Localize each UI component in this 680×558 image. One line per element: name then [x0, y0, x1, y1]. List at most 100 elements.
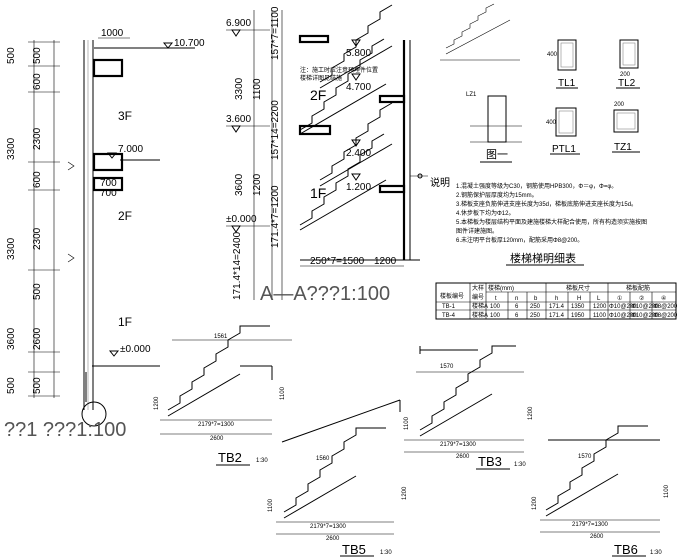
cell-r1-c6: 171.4 — [549, 304, 565, 310]
tb5-dim-top: 1560 — [316, 456, 330, 462]
small-note-1: 注：施工时应注意预埋件位置 — [300, 66, 378, 74]
dim-600-a: 600 — [32, 73, 43, 90]
vt-1714-14: 171.4*14=2400 — [232, 231, 243, 300]
note-line-3: 3.梯板支座负筋伸进支座长度为35d，梯板底筋伸进支座长度为15d。 — [456, 200, 637, 208]
flight-tb6: 1570 2179*7=1300 2600 1200 1100 TB6 1:30 — [532, 425, 670, 557]
left-section-title: ??1 ???1:100 — [4, 419, 126, 441]
tb2-scale: 1:30 — [256, 458, 268, 464]
tb3-dim-top: 1570 — [440, 364, 454, 370]
tb2-dim-run: 2179*7=1300 — [198, 422, 235, 428]
note-line-5: 5.本梯板为楼层结构平面及建施楼梯大样配合使用，所有构造须实施按图 — [456, 218, 647, 226]
level-0000: ±0.000 — [120, 344, 151, 355]
th-board-size: 梯板尺寸 — [566, 284, 590, 292]
level-5800: 5.800 — [346, 48, 371, 59]
cell-r2-c6: 171.4 — [549, 313, 565, 319]
th-detail-b: 编号 — [472, 293, 484, 301]
tb3-label: TB3 — [478, 454, 502, 469]
fig-label: 图一 — [486, 148, 508, 161]
th-n: n — [515, 296, 518, 302]
table-title: 楼梯梯明细表 — [510, 251, 576, 265]
cell-r2-c3: 100 — [490, 313, 501, 319]
th-board-no: 楼板编号 — [440, 292, 464, 300]
th-stair-mm: 楼梯(mm) — [488, 284, 514, 292]
small-note-2: 楼梯详图见结施 — [300, 74, 342, 82]
tb3-dim-run: 2179*7=1300 — [440, 442, 477, 448]
cell-r2-c10: Φ10@200 — [631, 313, 659, 319]
tz1-dim: 200 — [614, 102, 625, 108]
th-detail-a: 大样 — [472, 284, 484, 292]
flight-tb5: 1560 2179*7=1300 2600 1100 1200 TB5 1:30 — [268, 399, 408, 557]
section-aa: 6.900 3.600 ±0.000 3300 3600 1100 1200 1… — [226, 4, 450, 305]
tb6-dim-h1: 1200 — [532, 496, 538, 510]
dim-500-d: 500 — [32, 283, 43, 300]
th-4: ④ — [661, 295, 666, 302]
tb2-dim-top: 1561 — [214, 334, 228, 340]
note-line-4: 4.休步板下均为Φ12。 — [456, 209, 514, 217]
level-4700: 4.700 — [346, 82, 371, 93]
dim-700-a: 700 — [100, 178, 117, 189]
tb3-dim-h2: 1200 — [528, 406, 534, 420]
column-elevation: 500 3300 3300 3600 500 500 600 2300 600 … — [6, 28, 205, 427]
tb5-dim-h1: 1100 — [268, 498, 274, 512]
ptl1-dim: 400 — [546, 120, 557, 126]
level-0000-b: ±0.000 — [226, 214, 257, 225]
sec-dim-1200: 1200 — [252, 173, 263, 196]
th-L: L — [597, 296, 601, 302]
tb5-dim-total: 2600 — [326, 536, 340, 542]
tb6-dim-run: 2179*7=1300 — [572, 522, 609, 528]
vt-157-14: 157*14=2200 — [270, 100, 281, 160]
vt-1714-7: 171.4*7=1200 — [270, 185, 281, 248]
label-tz1: TZ1 — [614, 142, 632, 153]
note-line-6: 图件详建施图。 — [456, 227, 498, 235]
cell-r2-c9: Φ10@200 — [609, 313, 637, 319]
tl2-dim: 200 — [620, 72, 631, 78]
tb6-label: TB6 — [614, 542, 638, 557]
cell-r1-c3: 100 — [490, 304, 501, 310]
sec-dim-1100: 1100 — [252, 78, 263, 100]
dim-2300-a: 2300 — [32, 127, 43, 150]
level-3600: 3.600 — [226, 114, 251, 125]
tb2-dim-total: 2600 — [210, 436, 224, 442]
tb3-scale: 1:30 — [514, 462, 526, 468]
cell-r2-c4: 6 — [515, 313, 519, 319]
label-lz1: LZ1 — [466, 92, 477, 98]
tb5-dim-run: 2179*7=1300 — [310, 524, 347, 530]
cell-r2-c1: TB-4 — [442, 313, 456, 319]
section-title: A—A???1:100 — [260, 283, 390, 305]
floor-2f: 2F — [118, 209, 132, 223]
vt-157-7: 157*7=1100 — [270, 6, 281, 60]
dim-3300-a: 3300 — [6, 137, 17, 160]
dim-500-c: 500 — [32, 47, 43, 64]
th-b: b — [534, 296, 538, 302]
beam-details: 400 TL1 200 TL2 LZ1 图一 400 PTL1 200 TZ1 — [440, 3, 640, 163]
level-6900: 6.900 — [226, 18, 251, 29]
tb6-scale: 1:30 — [650, 550, 662, 556]
tb5-label: TB5 — [342, 542, 366, 557]
label-ptl1: PTL1 — [552, 144, 576, 155]
dim-500-e: 500 — [32, 377, 43, 394]
note-line-7: 6.未注明平台板厚120mm，配筋采用Φ8@200。 — [456, 236, 583, 244]
tb5-scale: 1:30 — [380, 550, 392, 556]
flight-tb2: 1561 2179*7=1300 2600 1200 1100 TB2 1:30 — [154, 325, 292, 466]
note-line-2: 2.钢筋保护层厚度均为15mm。 — [456, 191, 538, 199]
label-tl2: TL2 — [618, 78, 636, 89]
note-line-1: 1.混凝土强度等级为C30，钢筋使用HPB300，Φ＝φ，Φ=φ。 — [456, 182, 617, 190]
dim-1200-b: 1200 — [374, 256, 397, 267]
sec-floor-2f: 2F — [310, 87, 326, 103]
floor-1f: 1F — [118, 315, 132, 329]
th-t: t — [495, 296, 497, 302]
th-1: ① — [617, 295, 622, 302]
tb2-label: TB2 — [218, 450, 242, 465]
dim-700-b: 700 — [100, 188, 117, 199]
dim-250x7: 250*7=1500 — [310, 256, 365, 267]
level-1200: 1.200 — [346, 182, 371, 193]
sec-dim-3600: 3600 — [234, 173, 245, 196]
th-2: ② — [639, 295, 644, 302]
floor-3f: 3F — [118, 109, 132, 123]
tb3-dim-total: 2600 — [456, 454, 470, 460]
th-H: H — [577, 296, 581, 302]
level-2400: 2.400 — [346, 148, 371, 159]
th-board-rebar: 梯板配筋 — [626, 284, 650, 292]
cell-r2-c5: 250 — [530, 313, 541, 319]
